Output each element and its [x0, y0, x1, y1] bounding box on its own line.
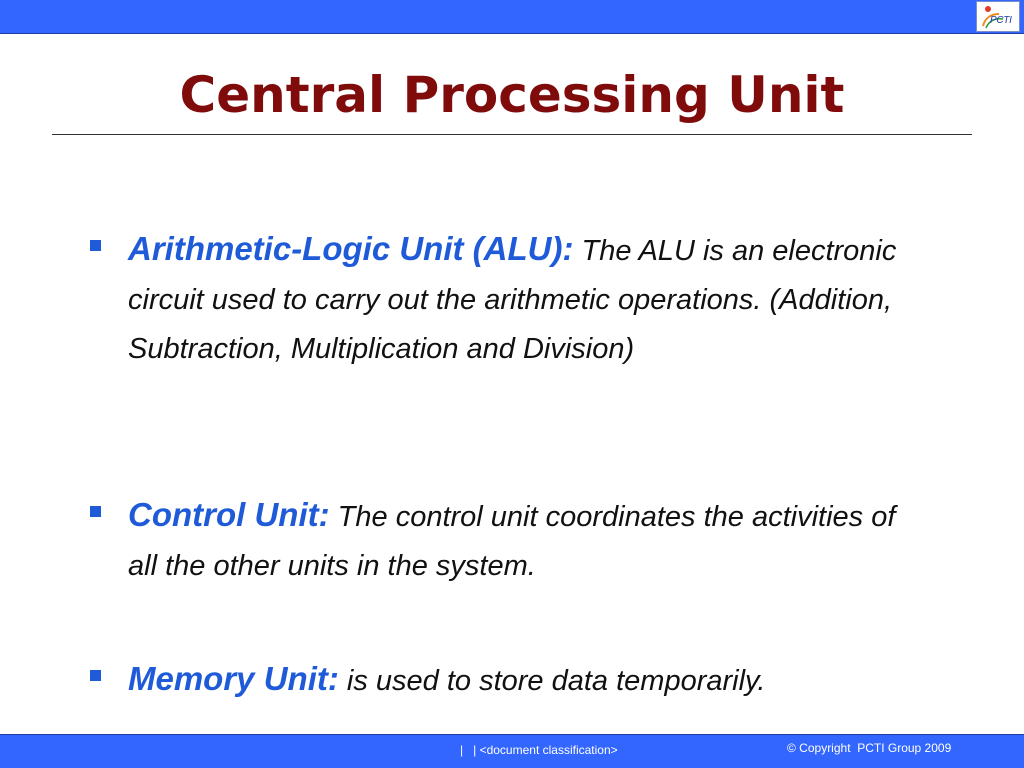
- bullet-square-icon: [90, 506, 101, 517]
- bullet-description: The ALU is an electronic circuit used to…: [128, 235, 897, 365]
- bullet-square-icon: [90, 240, 101, 251]
- bullet-text: Arithmetic-Logic Unit (ALU): The ALU is …: [128, 224, 928, 374]
- slide-title: Central Processing Unit: [179, 66, 845, 124]
- document-classification: | | <document classification>: [460, 743, 618, 757]
- bullet-text: Memory Unit: is used to store data tempo…: [128, 654, 928, 706]
- bullet-description: The control unit coordinates the activit…: [128, 501, 896, 582]
- bullet-text: Control Unit: The control unit coordinat…: [128, 490, 928, 591]
- bullet-square-icon: [90, 670, 101, 681]
- title-divider: [52, 134, 972, 135]
- footer-bar: [0, 734, 1024, 768]
- copyright-notice: © Copyright PCTI Group 2009: [787, 741, 952, 755]
- bullet-term: Memory Unit:: [128, 660, 339, 697]
- pcti-logo-icon: [982, 6, 1004, 29]
- pcti-logo: PCTI: [976, 1, 1020, 32]
- logo-label: PCTI: [990, 15, 1012, 26]
- bullet-description: is used to store data temporarily.: [346, 665, 766, 697]
- header-bar: PCTI: [0, 0, 1024, 34]
- bullet-term: Arithmetic-Logic Unit (ALU):: [128, 230, 574, 267]
- bullet-term: Control Unit:: [128, 496, 330, 533]
